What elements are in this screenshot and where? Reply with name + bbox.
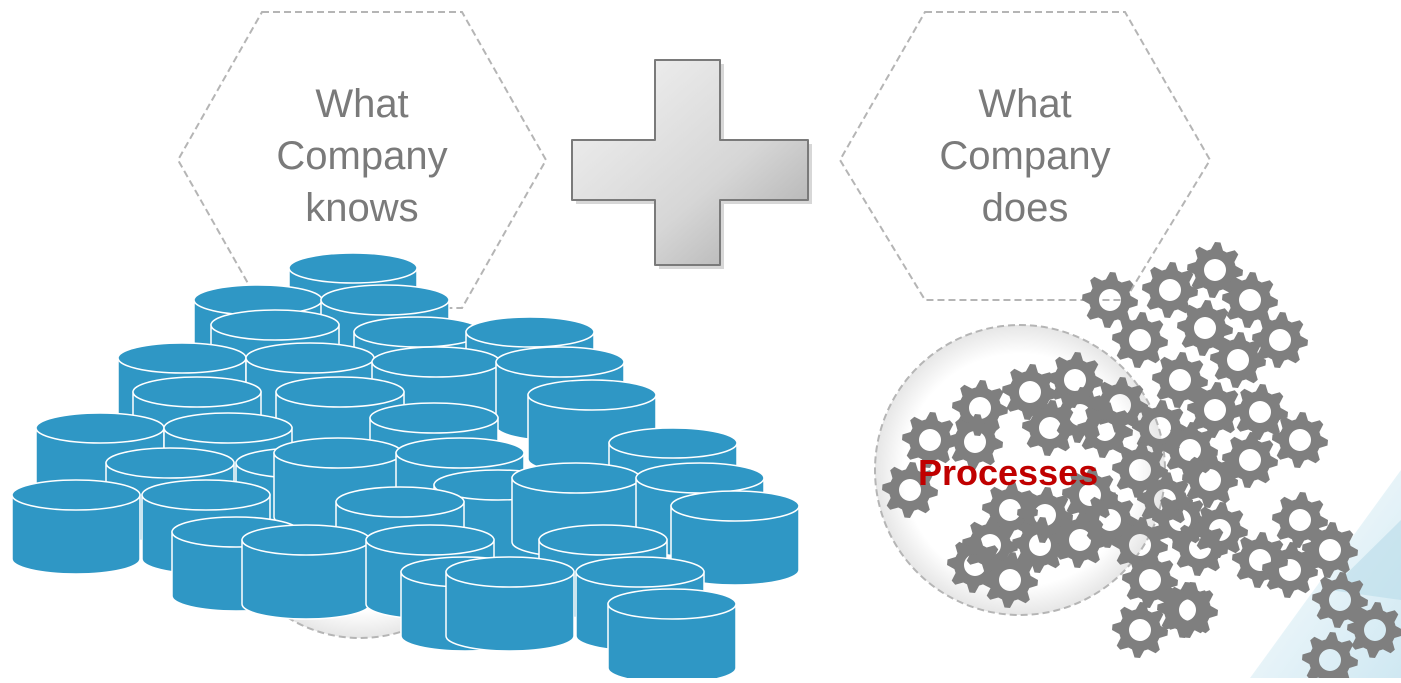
database-cylinder-icon	[607, 588, 737, 683]
gear-icon	[1302, 632, 1358, 683]
database-cylinder-icon	[241, 524, 371, 620]
gear-icon	[1152, 352, 1208, 408]
gear-icon	[1137, 472, 1193, 528]
database-cluster	[11, 252, 800, 683]
database-cylinder-icon	[445, 556, 575, 652]
gear-icon	[1012, 517, 1068, 573]
right-circle-label: Processes	[918, 452, 1099, 493]
gear-icon	[1142, 262, 1198, 318]
left-hexagon-line2: Company	[276, 134, 448, 178]
left-hexagon	[176, 11, 548, 309]
gear-icon	[982, 552, 1038, 608]
gear-icon	[1222, 272, 1278, 328]
gear-icon	[1077, 402, 1133, 458]
gear-icon	[962, 517, 1018, 573]
gear-icon	[1162, 422, 1218, 478]
gear-icon	[902, 412, 958, 468]
gear-icon	[1172, 520, 1228, 576]
gear-icon	[1052, 512, 1108, 568]
gear-icon	[1082, 272, 1138, 328]
gear-icon	[1272, 412, 1328, 468]
gear-icon	[947, 414, 1003, 470]
left-hexagon-label: What Company knows	[272, 78, 452, 234]
gear-icon	[1002, 364, 1058, 420]
right-hexagon-line3: does	[981, 186, 1069, 230]
gear-icon	[1262, 542, 1318, 598]
gear-icon	[1252, 312, 1308, 368]
gear-icon	[1112, 602, 1168, 658]
gear-icon	[1187, 382, 1243, 438]
gear-icon	[1022, 400, 1078, 456]
gear-icon	[1112, 312, 1168, 368]
gear-icon	[952, 380, 1008, 436]
gear-icon	[1222, 432, 1278, 488]
gear-icon	[1182, 452, 1238, 508]
gear-icon	[1312, 572, 1368, 628]
plus-icon	[571, 59, 812, 269]
gear-cluster	[882, 242, 1401, 683]
gear-icon	[1210, 332, 1266, 388]
gear-icon	[1232, 384, 1288, 440]
gear-icon	[1047, 352, 1103, 408]
gear-icon	[1187, 242, 1243, 298]
gear-icon	[1162, 582, 1218, 638]
gear-icon	[1347, 602, 1401, 658]
gear-icon	[1122, 552, 1178, 608]
left-hexagon-line1: What	[315, 82, 409, 126]
right-hexagon-line2: Company	[939, 134, 1111, 178]
database-cylinder-icon	[11, 479, 141, 575]
right-hexagon-label: What Company does	[935, 78, 1115, 234]
database-cylinder-icon	[670, 490, 800, 586]
right-hexagon-line1: What	[978, 82, 1072, 126]
left-hexagon-line3: knows	[305, 186, 419, 230]
gear-icon	[882, 462, 938, 518]
gear-icon	[1302, 522, 1358, 578]
gear-icon	[1192, 502, 1248, 558]
